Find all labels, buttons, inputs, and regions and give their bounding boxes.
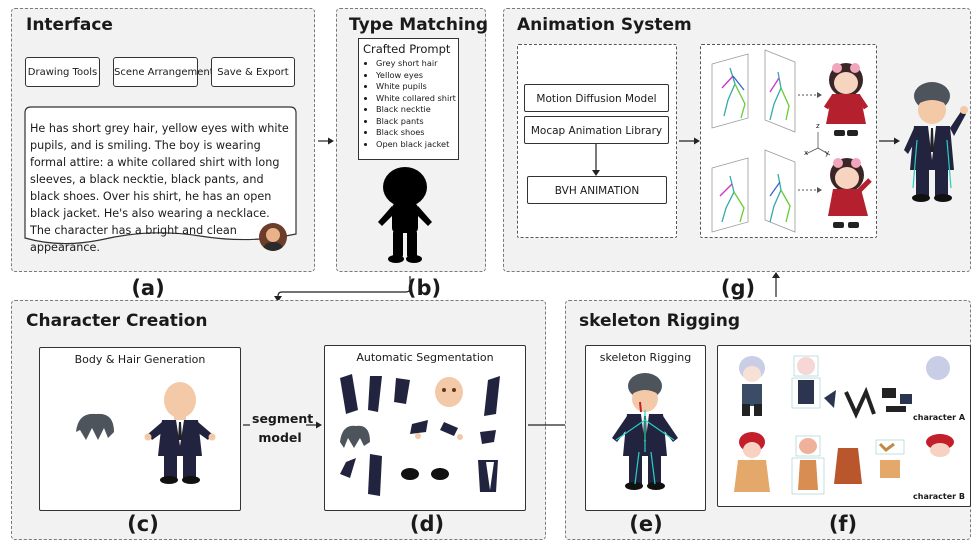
- prompt-item: Black shoes: [376, 127, 458, 139]
- character-b-label: character B: [913, 492, 965, 501]
- body-hair-box: Body & Hair Generation: [39, 347, 241, 511]
- prompt-list: Grey short hair Yellow eyes White pupils…: [359, 58, 458, 150]
- bvh-animation-box[interactable]: BVH ANIMATION: [527, 176, 667, 204]
- prompt-item: Open black jacket: [376, 139, 458, 151]
- segment-model-label: segment model: [252, 409, 314, 447]
- scene-arrangement-button[interactable]: Scene Arrangement: [113, 57, 214, 87]
- skeleton-planes-top: [711, 49, 796, 133]
- crafted-prompt-card: Crafted Prompt Grey short hair Yellow ey…: [358, 38, 459, 160]
- drawing-tools-button[interactable]: Drawing Tools: [25, 57, 100, 87]
- axis-z-label: z: [816, 122, 820, 130]
- character-a-label: character A: [913, 413, 966, 422]
- character-b-parts: [734, 432, 954, 495]
- save-export-button[interactable]: Save & Export: [211, 57, 295, 87]
- label-a: (a): [131, 276, 165, 300]
- skeleton-planes-bottom: [711, 149, 796, 233]
- prompt-title: Crafted Prompt: [363, 42, 451, 56]
- axis-indicator: [805, 132, 831, 156]
- body-hair-title: Body & Hair Generation: [74, 353, 206, 366]
- animation-title: Animation System: [517, 15, 692, 35]
- user-avatar: [259, 223, 287, 251]
- label-g: (g): [720, 276, 756, 300]
- prompt-item: Grey short hair: [376, 58, 458, 70]
- skeleton-rigging-box-title: skeleton Rigging: [599, 351, 692, 364]
- label-c: (c): [127, 512, 159, 536]
- skeleton-lines-top: [721, 67, 790, 121]
- label-e: (e): [629, 512, 663, 536]
- character-a-parts: [739, 355, 950, 419]
- label-d: (d): [409, 512, 445, 536]
- axis-y-label: y: [825, 149, 830, 157]
- label-b: (b): [406, 276, 442, 300]
- model-word: model: [258, 430, 302, 445]
- segment-word: segment: [252, 411, 314, 426]
- label-f: (f): [828, 512, 858, 536]
- skeleton-rigging-title: skeleton Rigging: [579, 311, 741, 331]
- character-creation-title: Character Creation: [26, 311, 208, 331]
- prompt-item: Yellow eyes: [376, 70, 458, 82]
- prompt-item: White pupils: [376, 81, 458, 93]
- auto-segmentation-title: Automatic Segmentation: [356, 351, 494, 364]
- prompt-item: Black necktie: [376, 104, 458, 116]
- girl-top: [823, 63, 869, 136]
- motion-diffusion-model-box[interactable]: Motion Diffusion Model: [524, 84, 669, 112]
- interface-title: Interface: [26, 15, 113, 35]
- mocap-library-box[interactable]: Mocap Animation Library: [524, 116, 669, 144]
- skeleton-lines-bottom: [719, 173, 791, 223]
- prompt-item: Black pants: [376, 116, 458, 128]
- character-description[interactable]: He has short grey hair, yellow eyes with…: [30, 122, 289, 254]
- axis-x-label: x: [804, 149, 809, 157]
- type-matching-title: Type Matching: [349, 15, 489, 35]
- prompt-item: White collared shirt: [376, 93, 458, 105]
- girl-bottom: [828, 158, 872, 228]
